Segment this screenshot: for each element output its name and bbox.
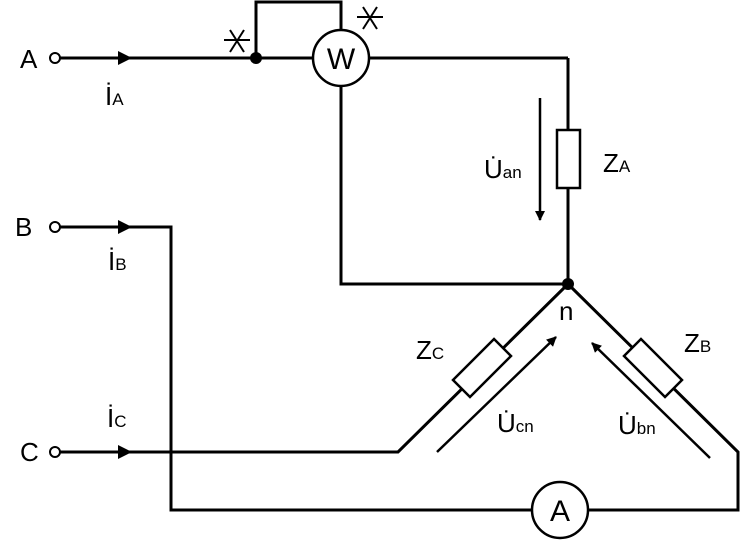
- terminal-a-label: A: [20, 44, 38, 74]
- voltage-arrow-ucn: [436, 336, 557, 453]
- wattmeter: W: [311, 28, 371, 88]
- impedance-zc-label: ZC: [416, 335, 444, 365]
- impedance-za: [555, 128, 582, 190]
- terminal-b: [49, 221, 61, 233]
- voltage-uan-label: U̇an: [484, 154, 522, 184]
- impedance-zb: [622, 337, 684, 399]
- impedance-zc: [451, 337, 513, 399]
- polarity-mark-current: [224, 29, 250, 53]
- terminal-c-label: C: [20, 437, 39, 467]
- impedance-zb-label: ZB: [684, 328, 711, 358]
- voltage-ucn-label: U̇cn: [497, 408, 534, 438]
- phase-c-wire: [49, 282, 570, 459]
- polarity-mark-voltage: [357, 6, 383, 30]
- phase-a-wire: [49, 0, 582, 286]
- ammeter-label: A: [550, 495, 570, 528]
- current-ib-label: İB: [108, 246, 127, 276]
- terminal-b-label: B: [15, 212, 32, 242]
- impedance-za-label: ZA: [603, 148, 631, 178]
- current-arrow-a: [118, 51, 132, 65]
- phase-b-wire: [49, 220, 740, 512]
- terminal-c: [49, 446, 61, 458]
- current-ic-label: İC: [107, 403, 127, 433]
- voltage-arrow-ubn: [591, 342, 711, 459]
- node-n-label: n: [559, 296, 573, 326]
- terminal-a: [49, 52, 61, 64]
- ammeter: A: [530, 480, 590, 540]
- voltage-ubn-label: U̇bn: [618, 410, 656, 440]
- wattmeter-label: W: [327, 43, 356, 76]
- current-arrow-c: [118, 445, 132, 459]
- current-ia-label: İA: [105, 81, 124, 111]
- current-arrow-b: [118, 220, 132, 234]
